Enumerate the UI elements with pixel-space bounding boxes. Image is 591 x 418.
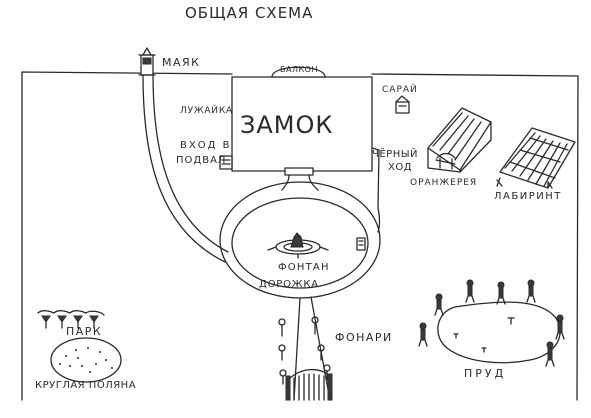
label-round-glade: КРУГЛАЯ ПОЛЯНА [35,380,137,391]
bench-icon [356,237,366,251]
balcony-shape [271,66,326,78]
label-park: ПАРК [66,325,103,338]
label-pond: ПРУД [464,367,507,380]
label-lawn: ЛУЖАЙКА [180,106,233,116]
label-castle: ЗАМОК [240,111,333,139]
label-lanterns: ФОНАРИ [335,331,393,344]
label-cellar-entrance-line1: ВХОД В [180,140,232,151]
label-labyrinth: ЛАБИРИНТ [494,191,562,202]
people-icons [418,279,565,367]
round-glade-grass [59,347,113,373]
label-balcony: БАЛКОН [280,65,318,74]
label-lighthouse: МАЯК [162,56,201,69]
shed-icon [395,101,410,114]
round-glade-shape [50,337,122,383]
label-cellar-entrance-line2: ПОДВАЛ [176,155,227,166]
labyrinth-icon [496,127,576,189]
cellar-entrance-icon [219,155,233,170]
label-back-door-line2: ХОД [388,162,413,173]
greenhouse-icon [427,107,492,173]
path-to-gate [293,296,331,401]
lighthouse-icon [138,47,156,76]
label-path: ДОРОЖКА [259,279,319,290]
lighthouse-pipe [142,74,229,263]
park-trees-icon [37,310,105,329]
pond-shape [437,301,561,364]
label-shed: САРАЙ [382,85,418,95]
castle-building [231,76,373,172]
lantern-icons [278,316,331,385]
diagram-title: ОБЩАЯ СХЕМА [185,4,313,22]
back-door-icon [371,147,380,209]
gate-icon [285,369,333,401]
fountain-icon [267,232,329,259]
estate-boundary [21,71,579,401]
label-greenhouse: ОРАНЖЕРЕЯ [410,178,478,188]
path-ring-inner [231,197,369,289]
pond-ripples [453,317,515,353]
label-back-door-line1: ЧЁРНЫЙ [372,149,419,160]
label-fountain: ФОНТАН [278,262,330,273]
